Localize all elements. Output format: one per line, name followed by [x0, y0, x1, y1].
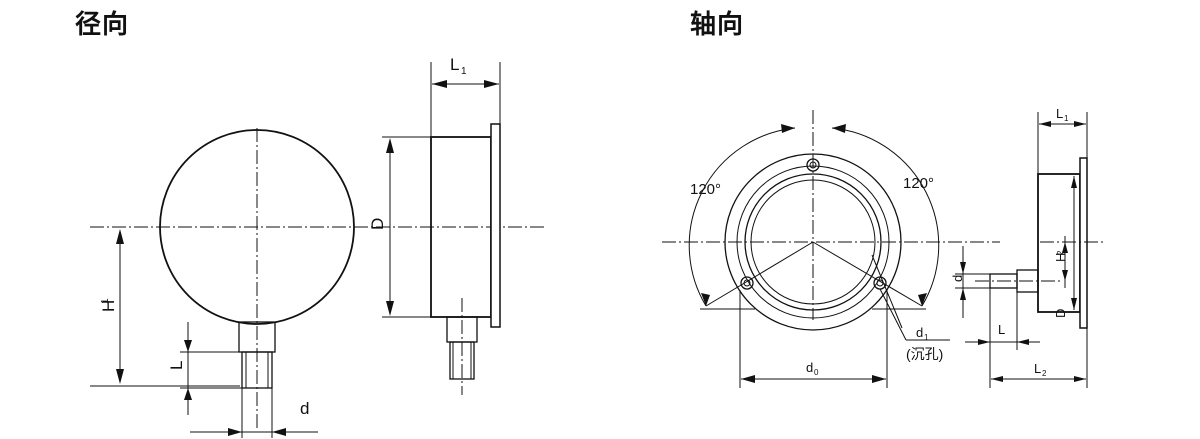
axial-angle-arc-right [831, 127, 940, 307]
svg-text:0: 0 [814, 368, 819, 377]
axial-d0-label: d [806, 360, 813, 375]
axial-d1-note: (沉孔) [906, 346, 943, 362]
axial-d-label: d [950, 275, 965, 282]
axial-bolt-hole-top [806, 158, 820, 172]
svg-text:1: 1 [100, 298, 111, 304]
radial-side-flange [490, 123, 501, 328]
radial-l-label: L [167, 361, 186, 370]
axial-angle-arc-left [688, 127, 796, 307]
axial-h2-label: H [1053, 253, 1068, 262]
svg-text:1: 1 [1064, 114, 1069, 123]
radial-d-label: d [300, 399, 309, 418]
svg-text:2: 2 [1042, 369, 1047, 378]
radial-drawing: H 1 L d D [90, 55, 545, 438]
axial-d1-label: d [916, 325, 923, 340]
radial-l1-label: L [450, 55, 459, 74]
axial-bolt-hole-left [740, 276, 754, 290]
radial-thread [241, 351, 273, 389]
svg-text:2: 2 [1056, 250, 1065, 255]
heading-radial: 径向 [75, 10, 130, 40]
axial-side-thread [989, 273, 1018, 289]
axial-D-label: D [1053, 309, 1068, 318]
heading-axial: 轴向 [690, 10, 745, 40]
axial-l1-label: L [1056, 106, 1063, 121]
axial-side-flange [1079, 157, 1088, 329]
radial-h1-label: H [99, 300, 118, 312]
svg-text:1: 1 [924, 333, 929, 342]
radial-D-label: D [368, 218, 387, 230]
axial-angle-left-label: 120° [690, 181, 721, 198]
svg-text:1: 1 [461, 66, 467, 77]
axial-drawing: 120° 120° d 0 d 1 (沉孔) L 1 [662, 106, 1105, 388]
axial-angle-right-label: 120° [903, 175, 934, 192]
axial-l-label: L [998, 322, 1005, 337]
axial-l2-label: L [1034, 361, 1041, 376]
